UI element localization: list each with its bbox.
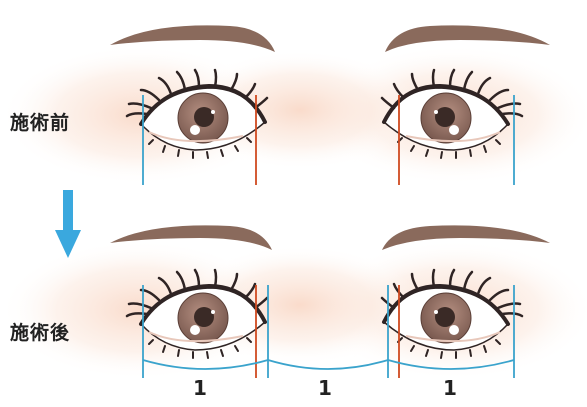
skin-glow-top-center [180, 50, 420, 170]
eyebrow-bottom-left [110, 225, 272, 250]
measurement-left-eye: 1 [193, 376, 207, 400]
label-after-treatment: 施術後 [10, 322, 71, 344]
eyebrow-top-left [110, 25, 275, 52]
label-before-treatment: 施術前 [10, 112, 71, 134]
bracket-inter-eye-distance [267, 359, 389, 370]
eyebrow-bottom-right [382, 225, 550, 250]
measurement-inter-eye: 1 [318, 376, 332, 400]
eyebrow-top-right [385, 25, 550, 52]
bracket-left-eye-width [142, 359, 269, 370]
measurement-right-eye: 1 [443, 376, 457, 400]
bracket-right-eye-width [387, 359, 515, 370]
down-arrow-icon [55, 190, 81, 258]
